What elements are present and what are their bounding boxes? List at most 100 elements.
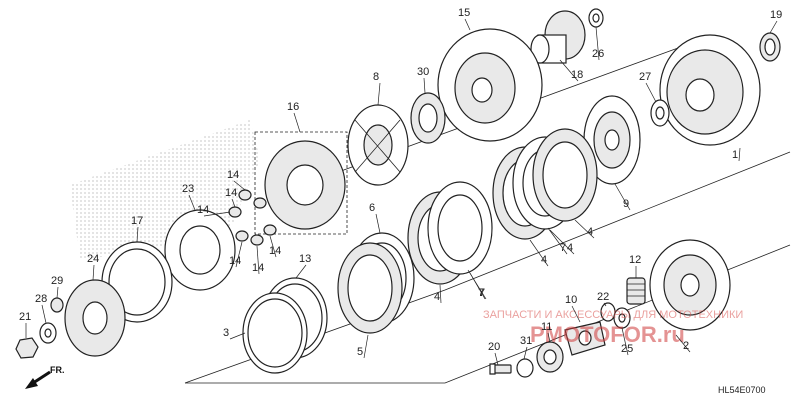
callout-26: 26 xyxy=(592,48,604,60)
callout-labels: 1234444567778910111213141414141414151617… xyxy=(19,7,782,366)
callout-leader-6 xyxy=(375,213,381,234)
callout-28: 28 xyxy=(35,293,47,305)
callout-leader-14 xyxy=(235,241,243,268)
callout-leader-23 xyxy=(188,194,196,211)
callout-11: 11 xyxy=(541,321,552,333)
callout-leader-15 xyxy=(464,18,471,31)
sprocket-8 xyxy=(347,104,409,186)
bearing-30 xyxy=(410,92,446,144)
callout-4: 4 xyxy=(567,242,573,254)
callout-leader-3 xyxy=(229,332,246,340)
callout-leader-16 xyxy=(293,112,301,133)
callout-leader-2 xyxy=(675,334,691,353)
ring-3 xyxy=(242,292,308,374)
callout-14: 14 xyxy=(225,187,237,199)
callout-leader-5 xyxy=(363,334,369,359)
washer-26 xyxy=(588,8,604,28)
callout-22: 22 xyxy=(597,291,609,303)
callout-leader-22 xyxy=(603,302,607,307)
bearing-11 xyxy=(536,341,564,373)
friction-disc-5 xyxy=(337,242,403,334)
callout-leader-4 xyxy=(549,229,575,255)
callout-14: 14 xyxy=(227,169,239,181)
callout-leader-24 xyxy=(92,264,95,281)
callout-25: 25 xyxy=(621,343,633,355)
callout-leader-17 xyxy=(136,226,139,243)
callout-31: 31 xyxy=(520,335,532,347)
callout-leader-9 xyxy=(614,183,631,211)
callout-14: 14 xyxy=(252,262,264,274)
callout-21: 21 xyxy=(19,311,31,323)
callout-30: 30 xyxy=(417,66,429,78)
watermark-small: ЗАПЧАСТИ И АКСЕССУАРЫ ДЛЯ МОТОТЕХНИКИ xyxy=(483,309,743,321)
callout-12: 12 xyxy=(629,254,641,266)
callout-leader-28 xyxy=(41,304,47,324)
callout-leader-14 xyxy=(203,211,231,217)
callout-4: 4 xyxy=(541,254,547,266)
callout-23: 23 xyxy=(182,183,194,195)
bolt-20 xyxy=(489,363,512,375)
callout-13: 13 xyxy=(299,253,311,265)
callout-19: 19 xyxy=(770,9,782,21)
callout-4: 4 xyxy=(587,226,593,238)
weight-assembly-16 xyxy=(254,131,348,235)
drive-gear-18 xyxy=(530,10,586,64)
washer-31 xyxy=(516,358,534,378)
callout-leader-11 xyxy=(547,332,551,343)
callout-leader-14 xyxy=(269,235,277,258)
callout-15: 15 xyxy=(458,7,470,19)
callout-1: 1 xyxy=(732,149,738,161)
callout-leader-31 xyxy=(523,346,528,360)
callout-3: 3 xyxy=(223,327,229,339)
callout-2: 2 xyxy=(683,340,689,352)
callout-29: 29 xyxy=(51,275,63,287)
callout-leader-7 xyxy=(547,227,568,255)
lifter-plate-10 xyxy=(564,321,606,356)
callout-leader-4 xyxy=(574,219,595,239)
callout-leader-25 xyxy=(621,327,629,356)
plate-24 xyxy=(64,279,126,357)
callout-leader-13 xyxy=(295,264,307,279)
watermark-large: PMOTOFOR.ru xyxy=(530,322,685,347)
callout-4: 4 xyxy=(434,291,440,303)
callout-leader-26 xyxy=(595,26,600,61)
callout-leader-14 xyxy=(231,198,236,208)
callout-leader-27 xyxy=(645,82,657,103)
callout-17: 17 xyxy=(131,215,143,227)
clutch-center-2 xyxy=(649,239,731,331)
callout-leader-14 xyxy=(233,180,246,191)
callout-14: 14 xyxy=(197,204,209,216)
spring-12 xyxy=(626,277,646,305)
callout-leader-19 xyxy=(769,20,778,34)
callout-9: 9 xyxy=(623,198,629,210)
direction-label: FR. xyxy=(50,365,65,375)
callout-7: 7 xyxy=(478,287,484,299)
collar-19 xyxy=(759,32,781,62)
plate-23 xyxy=(164,209,236,291)
callout-leader-18 xyxy=(559,59,579,82)
callout-8: 8 xyxy=(373,71,379,83)
clutch-outer-1 xyxy=(659,34,761,146)
callout-leader-30 xyxy=(423,77,426,94)
callout-7: 7 xyxy=(560,242,566,254)
clutch-disc-stack xyxy=(407,128,598,285)
washer-28 xyxy=(39,322,57,344)
callout-6: 6 xyxy=(369,202,375,214)
callout-14: 14 xyxy=(269,245,281,257)
callout-leader-1 xyxy=(738,147,741,162)
callout-16: 16 xyxy=(287,101,299,113)
callout-leader-8 xyxy=(377,82,381,106)
callout-10: 10 xyxy=(565,294,577,306)
direction-arrow: FR. xyxy=(25,365,65,389)
callout-7: 7 xyxy=(479,287,485,299)
callout-14: 14 xyxy=(229,255,241,267)
callout-20: 20 xyxy=(488,341,500,353)
callout-leader-4 xyxy=(529,239,549,267)
pressure-plate-9 xyxy=(583,95,641,185)
weights-14 xyxy=(228,189,277,246)
callout-18: 18 xyxy=(571,69,583,81)
callout-leader-10 xyxy=(571,305,581,323)
washer-27 xyxy=(650,99,670,127)
callout-24: 24 xyxy=(87,253,99,265)
